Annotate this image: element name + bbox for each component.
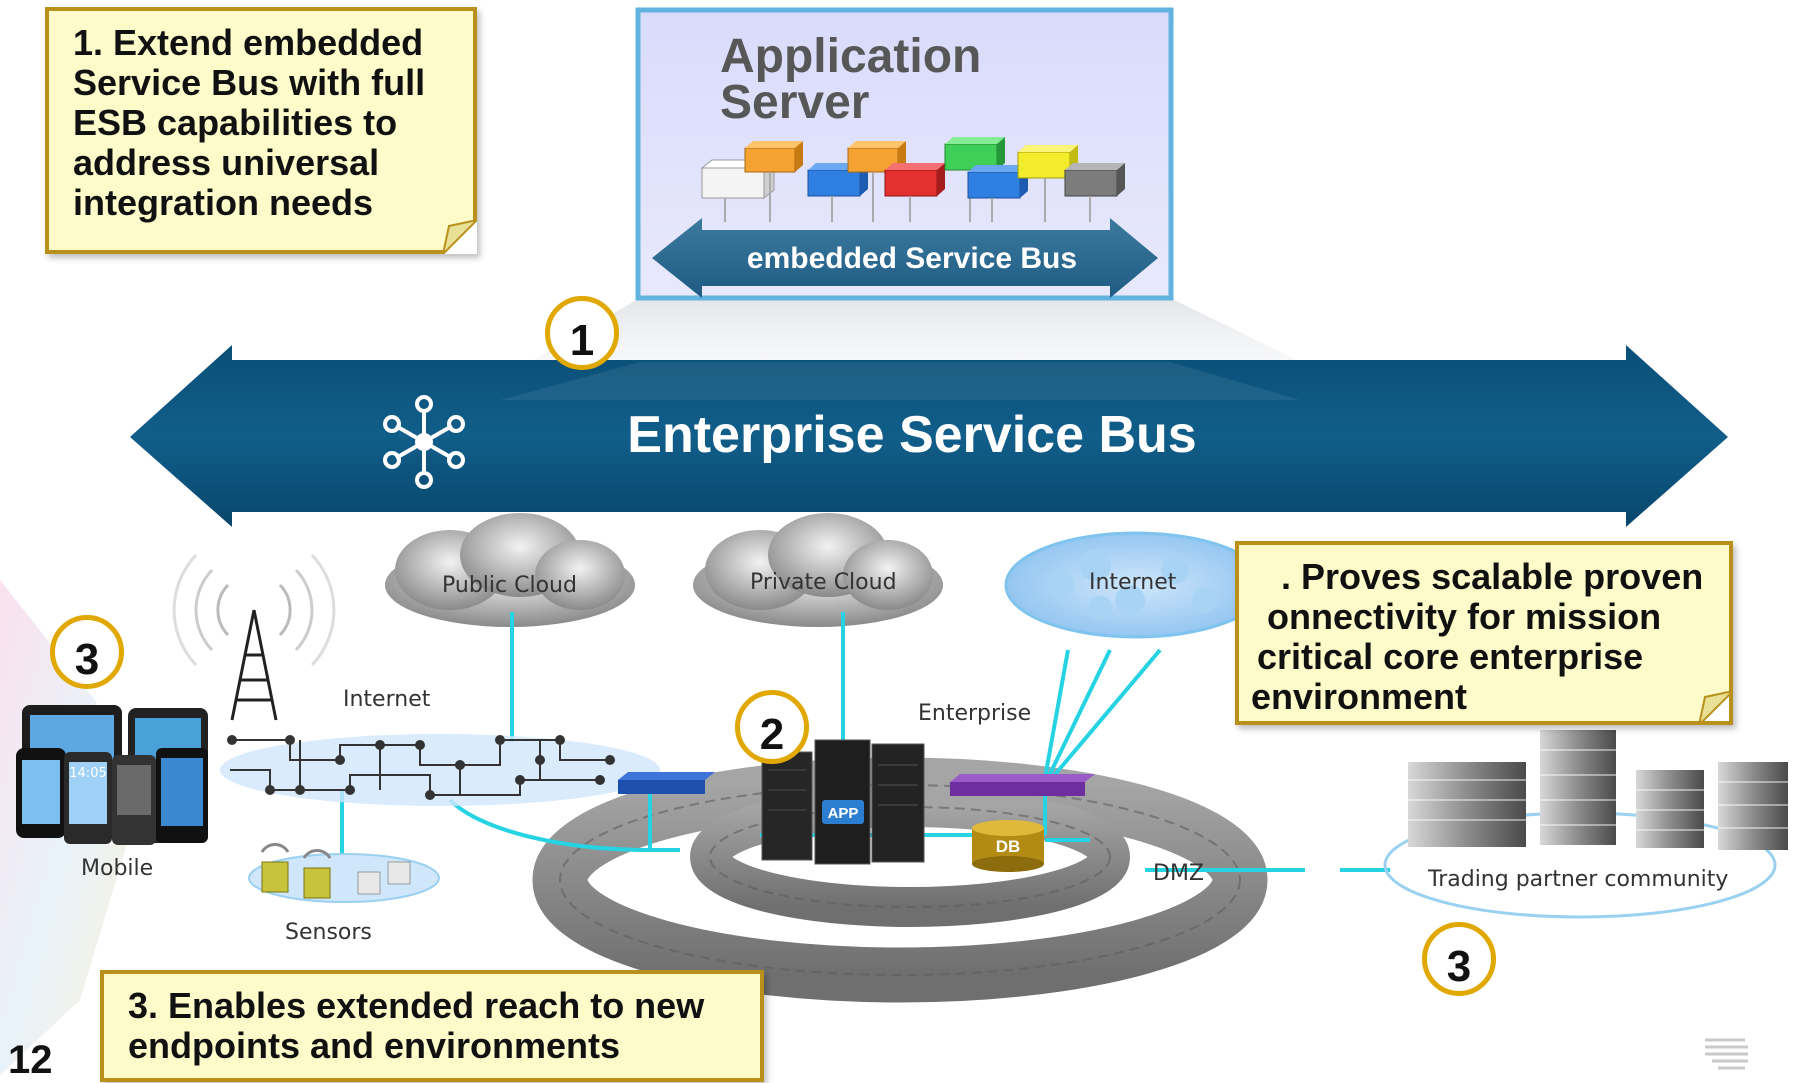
cube-blue-2 — [967, 165, 1028, 222]
note-scalable-connectivity: . Proves scalable proven onnectivity for… — [1235, 541, 1733, 725]
ibm-logo-icon — [1705, 1038, 1748, 1070]
app-server-title-1: Application — [720, 30, 981, 83]
internet-cloud-shape — [1004, 531, 1268, 639]
sensors — [248, 842, 440, 903]
note3-line2: endpoints and environments — [128, 1025, 621, 1066]
note2-line4: environment — [1251, 676, 1468, 717]
dmz-label: DMZ — [1153, 861, 1204, 886]
public-cloud-shape — [385, 513, 635, 627]
note-extended-reach: 3. Enables extended reach to new endpoin… — [100, 970, 764, 1082]
clock-label: 14:05 — [69, 766, 106, 781]
database-icon: DB — [972, 820, 1044, 872]
db-label: DB — [996, 837, 1021, 856]
enterprise-label: Enterprise — [918, 701, 1032, 726]
network-switch-purple — [950, 774, 1095, 796]
step-badge-3-partner: 3 — [1422, 922, 1496, 996]
cube-red — [884, 163, 945, 222]
note1-line4: address universal — [73, 142, 380, 183]
esb-label: Enterprise Service Bus — [627, 406, 1196, 464]
note1-line3: ESB capabilities to — [73, 102, 398, 143]
server-rack: APP — [761, 739, 925, 865]
note-extend-esb: 1. Extend embedded Service Bus with full… — [45, 7, 477, 254]
service-cubes — [700, 137, 1125, 222]
cube-orange-1 — [744, 141, 803, 222]
cube-gray — [1064, 163, 1125, 222]
radio-tower-icon — [172, 553, 336, 721]
note3-line1: 3. Enables extended reach to new — [128, 985, 705, 1026]
app-server-title-2: Server — [720, 76, 869, 129]
private-cloud-shape — [693, 513, 943, 627]
note2-line1: . Proves scalable proven — [1281, 556, 1704, 597]
hub-network-icon — [383, 395, 465, 489]
internet-network — [220, 734, 660, 806]
sensors-label: Sensors — [285, 920, 372, 945]
internet-cloud-label: Internet — [1089, 570, 1177, 595]
step-badge-1: 1 — [545, 296, 619, 370]
app-label: APP — [828, 805, 859, 822]
note1-line5: integration needs — [73, 182, 374, 223]
network-switch-blue — [618, 772, 715, 794]
embedded-bus-label: embedded Service Bus — [747, 242, 1077, 275]
note2-line3: critical core enterprise — [1257, 636, 1644, 677]
esb-highlight — [500, 362, 1300, 400]
trading-partner-label: Trading partner community — [1428, 867, 1729, 892]
internet-label: Internet — [343, 687, 431, 712]
esb-arrow — [130, 345, 1728, 527]
step-badge-2: 2 — [735, 690, 809, 764]
public-cloud-label: Public Cloud — [442, 573, 577, 598]
mobile-devices: 14:05 — [16, 705, 208, 845]
trading-partner-buildings — [1383, 730, 1788, 919]
slide-number: 12 — [8, 1038, 53, 1082]
note1-line2: Service Bus with full — [73, 62, 426, 103]
note2-line2: onnectivity for mission — [1267, 596, 1662, 637]
note-fold — [1699, 691, 1729, 721]
private-cloud-label: Private Cloud — [750, 570, 897, 595]
step-badge-3-mobile: 3 — [50, 615, 124, 689]
cube-orange-2 — [847, 141, 906, 222]
mobile-label: Mobile — [81, 856, 154, 881]
embedded-bus-arrow — [652, 218, 1158, 298]
note1-line1: 1. Extend embedded — [73, 22, 424, 63]
note-fold — [443, 220, 477, 254]
